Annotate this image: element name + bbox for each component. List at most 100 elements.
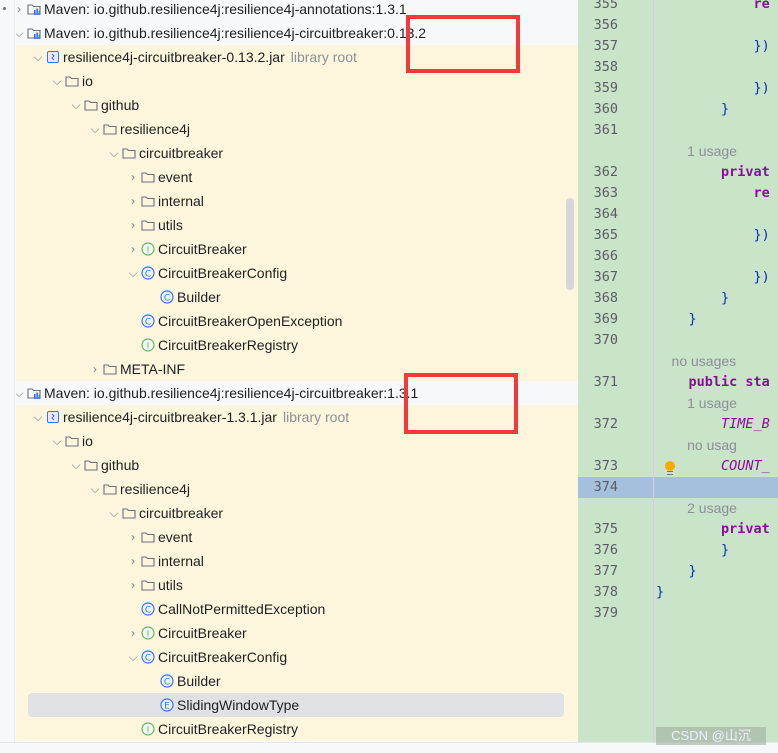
tree-scrollbar[interactable]: [566, 198, 574, 290]
project-tree[interactable]: ›Maven: io.github.resilience4j:resilienc…: [16, 0, 578, 742]
chevron-down-icon[interactable]: ⌵: [109, 146, 119, 160]
usages-hint[interactable]: no usag: [656, 437, 737, 453]
tree-node[interactable]: ›utils: [16, 213, 578, 237]
chevron-right-icon[interactable]: ›: [93, 362, 97, 376]
inlay-hint-line[interactable]: 1 usage: [578, 393, 778, 414]
usages-hint[interactable]: 1 usage: [656, 143, 737, 159]
code-line[interactable]: 364: [578, 204, 778, 225]
tree-node[interactable]: ›META-INF: [16, 357, 578, 381]
tree-node[interactable]: ⌵github: [16, 453, 578, 477]
code-line[interactable]: 359 }): [578, 78, 778, 99]
code-line[interactable]: 361: [578, 120, 778, 141]
chevron-right-icon[interactable]: ›: [131, 578, 135, 592]
chevron-right-icon[interactable]: ›: [131, 554, 135, 568]
chevron-down-icon[interactable]: ⌵: [52, 74, 62, 88]
chevron-down-icon[interactable]: ⌵: [128, 266, 138, 280]
tree-node[interactable]: ⌵resilience4j: [16, 117, 578, 141]
chevron-right-icon[interactable]: ›: [131, 218, 135, 232]
chevron-right-icon[interactable]: ›: [131, 242, 135, 256]
tree-node[interactable]: ›internal: [16, 189, 578, 213]
chevron-right-icon[interactable]: ›: [131, 530, 135, 544]
chevron-down-icon[interactable]: ⌵: [16, 386, 24, 400]
interface-icon: I: [141, 242, 155, 256]
chevron-down-icon[interactable]: ⌵: [33, 50, 43, 64]
tree-node[interactable]: ⌵github: [16, 93, 578, 117]
code-line[interactable]: 373 COUNT_: [578, 456, 778, 477]
chevron-right-icon[interactable]: ›: [17, 2, 21, 16]
chevron-down-icon[interactable]: ⌵: [109, 506, 119, 520]
tree-node[interactable]: ⌵Maven: io.github.resilience4j:resilienc…: [16, 21, 578, 45]
code-line[interactable]: 358: [578, 57, 778, 78]
lightbulb-icon[interactable]: [665, 461, 675, 471]
code-line[interactable]: 375 privat: [578, 519, 778, 540]
tree-node[interactable]: ⌵circuitbreaker: [16, 501, 578, 525]
inlay-hint-line[interactable]: 1 usage: [578, 141, 778, 162]
tree-node[interactable]: ⌵resilience4j: [16, 477, 578, 501]
tree-node[interactable]: ›Maven: io.github.resilience4j:resilienc…: [16, 0, 578, 21]
tree-node[interactable]: ⌵io: [16, 69, 578, 93]
code-line[interactable]: 370: [578, 330, 778, 351]
tree-node-label: circuitbreaker: [139, 145, 224, 161]
code-line[interactable]: 366: [578, 246, 778, 267]
code-token: re: [753, 0, 770, 12]
usages-hint[interactable]: 1 usage: [656, 395, 737, 411]
code-line[interactable]: 369 }: [578, 309, 778, 330]
code-line[interactable]: 371 public sta: [578, 372, 778, 393]
tree-node[interactable]: ⌵ circuitbreaker: [16, 141, 578, 165]
code-line[interactable]: 372 TIME_B: [578, 414, 778, 435]
chevron-down-icon[interactable]: ⌵: [71, 98, 81, 112]
usages-hint[interactable]: 2 usage: [656, 500, 737, 516]
chevron-right-icon[interactable]: ›: [131, 194, 135, 208]
chevron-down-icon[interactable]: ⌵: [90, 482, 100, 496]
code-line[interactable]: 377 }: [578, 561, 778, 582]
tree-node-label: resilience4j-circuitbreaker-0.13.2.jar: [63, 49, 285, 65]
inlay-hint-line[interactable]: 2 usage: [578, 498, 778, 519]
code-line[interactable]: 360 }: [578, 99, 778, 120]
chevron-down-icon[interactable]: ⌵: [33, 410, 43, 424]
tree-node[interactable]: ⌵Maven: io.github.resilience4j:resilienc…: [16, 381, 578, 405]
code-line[interactable]: 357 }): [578, 36, 778, 57]
tree-node[interactable]: ›utils: [16, 573, 578, 597]
code-token: COUNT_: [721, 458, 770, 474]
usages-hint[interactable]: no usages: [656, 353, 737, 369]
inlay-hint-line[interactable]: no usages: [578, 351, 778, 372]
chevron-down-icon[interactable]: ⌵: [71, 458, 81, 472]
code-line[interactable]: 374: [578, 477, 778, 498]
code-line[interactable]: 355 re: [578, 0, 778, 15]
chevron-down-icon[interactable]: ⌵: [52, 434, 62, 448]
chevron-down-icon[interactable]: ⌵: [16, 26, 24, 40]
code-line[interactable]: 379: [578, 603, 778, 624]
chevron-down-icon[interactable]: ⌵: [90, 122, 100, 136]
inlay-hint-line[interactable]: no usag: [578, 435, 778, 456]
chevron-down-icon[interactable]: ⌵: [128, 650, 138, 664]
svg-text:C: C: [164, 678, 170, 688]
code-line[interactable]: 368 }: [578, 288, 778, 309]
tree-node[interactable]: ›event: [16, 165, 578, 189]
code-line[interactable]: 365 }): [578, 225, 778, 246]
code-line[interactable]: 376 }: [578, 540, 778, 561]
dot-icon: [3, 7, 6, 10]
tree-node[interactable]: ›internal: [16, 549, 578, 573]
code-line[interactable]: 367 }): [578, 267, 778, 288]
tree-node[interactable]: ›event: [16, 525, 578, 549]
chevron-right-icon[interactable]: ›: [131, 170, 135, 184]
chevron-right-icon[interactable]: ›: [131, 626, 135, 640]
code-line[interactable]: 363 re: [578, 183, 778, 204]
code-line[interactable]: 378}: [578, 582, 778, 603]
code-line[interactable]: 362 privat: [578, 162, 778, 183]
code-line[interactable]: 356: [578, 15, 778, 36]
